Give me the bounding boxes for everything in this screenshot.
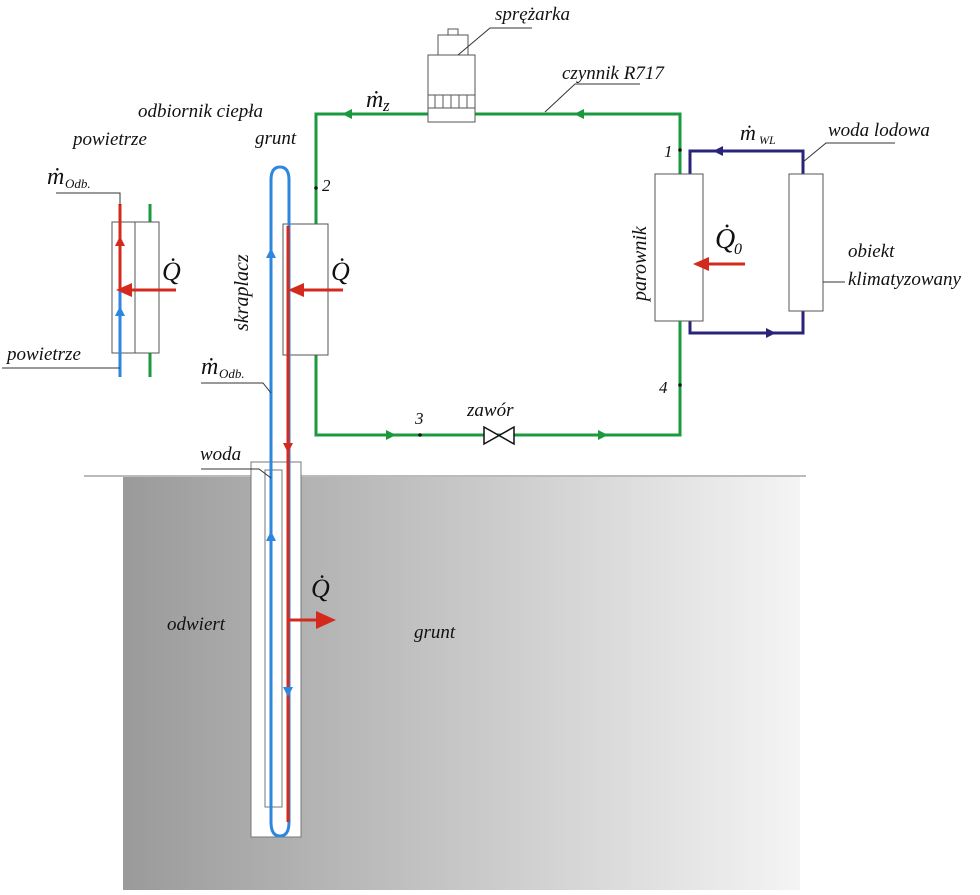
ground-top-label: grunt	[255, 128, 297, 149]
chilled-water-label: woda lodowa	[828, 120, 930, 141]
heat-evaporator-symbol: Q̇	[715, 224, 735, 255]
evaporator-label: parownik	[629, 225, 651, 303]
condenser-label: skraplacz	[231, 254, 253, 331]
flow-arrow	[266, 531, 276, 541]
heat-receiver-label: odbiornik ciepła	[138, 101, 263, 122]
ground-area	[84, 475, 806, 890]
ground-label: grunt	[414, 622, 456, 643]
point-1-label: 1	[664, 142, 673, 161]
point-markers	[314, 148, 682, 437]
object-label-line1: obiekt	[848, 241, 895, 262]
flow-arrow	[266, 248, 276, 258]
borehole-flow-arrows	[266, 248, 293, 697]
flow-arrow	[713, 146, 723, 156]
mass-flow-left-subscript: Odb.	[65, 176, 91, 191]
chilled-water-arrows	[713, 146, 776, 338]
flow-arrow	[283, 443, 293, 453]
air-conditioned-object-box	[788, 173, 824, 312]
refrigerant-label: czynnik R717	[562, 63, 665, 84]
heat-arrow-left	[116, 283, 132, 297]
flow-arrow	[386, 430, 396, 440]
flow-arrow	[766, 328, 776, 338]
borehole-casing	[250, 461, 302, 838]
heat-arrow-condenser	[288, 283, 304, 297]
chilled-water-loop	[688, 149, 805, 335]
mass-flow-mid-subscript: Odb.	[219, 366, 245, 381]
flow-arrow	[598, 430, 608, 440]
valve-label: zawór	[466, 400, 514, 421]
heat-evaporator-subscript: 0	[734, 241, 742, 258]
evaporator-box	[654, 173, 704, 322]
flow-arrow	[574, 109, 584, 119]
heat-left-symbol: Q̇	[162, 257, 181, 286]
borehole-heat-exchanger	[269, 165, 291, 838]
mass-flow-mid-symbol: ṁ	[201, 354, 218, 380]
leader-lines	[2, 27, 895, 479]
expansion-valve-icon	[483, 425, 515, 446]
air-bottom-label: powietrze	[5, 344, 81, 365]
point-3-label: 3	[414, 409, 424, 428]
mass-flow-refrigerant-subscript: z	[382, 96, 390, 115]
flow-arrow	[115, 306, 125, 316]
flow-arrow	[283, 687, 293, 697]
borehole-label: odwiert	[167, 614, 226, 635]
mass-flow-left-symbol: ṁ	[47, 164, 64, 190]
heat-ground-symbol: Q̇	[311, 574, 330, 603]
air-top-label: powietrze	[71, 129, 147, 150]
mass-flow-chilled-subscript: WL	[759, 133, 776, 147]
mass-flow-refrigerant-symbol: ṁ	[366, 87, 383, 113]
refrigerant-loop	[148, 112, 682, 437]
heat-flow-arrows	[116, 257, 745, 629]
air-heat-receiver	[111, 204, 160, 377]
flow-arrow	[342, 109, 352, 119]
refrigerant-flow-arrows	[342, 109, 608, 440]
flow-arrow	[115, 236, 125, 246]
heat-arrow-ground	[316, 611, 336, 629]
mass-flow-chilled-symbol: ṁ	[740, 120, 756, 145]
heat-arrow-evaporator	[693, 257, 709, 271]
heat-condenser-symbol: Q̇	[331, 257, 350, 286]
compressor-label: sprężarka	[495, 4, 570, 25]
water-label: woda	[200, 444, 241, 465]
point-4-label: 4	[659, 378, 668, 397]
point-2-label: 2	[322, 176, 331, 195]
compressor-icon	[427, 28, 476, 123]
object-label-line2: klimatyzowany	[848, 269, 961, 290]
